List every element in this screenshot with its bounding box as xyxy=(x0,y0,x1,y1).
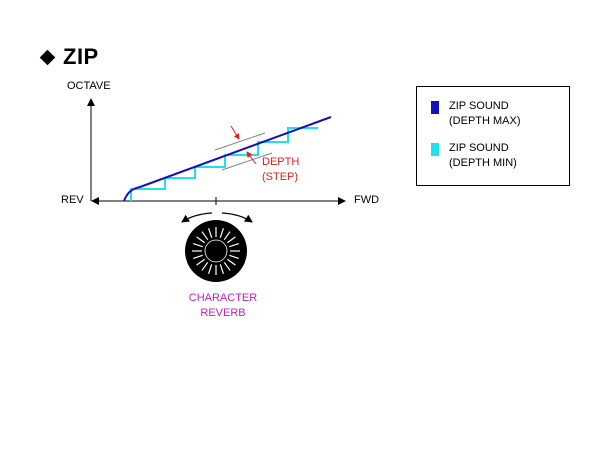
legend: ZIP SOUND (DEPTH MAX) ZIP SOUND (DEPTH M… xyxy=(416,86,570,186)
knob-label-line2: REVERB xyxy=(200,307,246,319)
section-heading: ZIP xyxy=(39,44,99,70)
depth-guide-lower xyxy=(221,152,273,171)
knob-tick xyxy=(196,258,206,266)
legend-entry-depth-max: ZIP SOUND (DEPTH MAX) xyxy=(431,99,521,129)
knob-tick xyxy=(219,227,224,238)
knob-tick xyxy=(219,264,224,275)
knob-label-line1: CHARACTER xyxy=(188,292,258,304)
knob-tick xyxy=(201,261,209,271)
x-axis-right-label: FWD xyxy=(354,194,380,206)
knob-tick xyxy=(208,264,213,275)
knob-tick xyxy=(223,231,231,241)
depth-max-line xyxy=(123,116,332,202)
depth-label: DEPTH xyxy=(262,156,300,168)
knob-tick xyxy=(226,236,236,244)
knob-tick xyxy=(223,261,231,271)
depth-arrow-bottom xyxy=(246,151,257,165)
knob-tick xyxy=(192,254,203,259)
depth-min-steps xyxy=(130,127,318,201)
knob-tick xyxy=(201,231,209,241)
dark-blue-swatch-icon xyxy=(431,101,439,114)
legend-entry-line2: (DEPTH MAX) xyxy=(449,115,521,127)
knob-rotate-left-arrow xyxy=(181,212,213,223)
knob-tick xyxy=(196,236,206,244)
knob-rotate-right-arrow xyxy=(221,212,253,223)
legend-entry-depth-min: ZIP SOUND (DEPTH MIN) xyxy=(431,141,517,171)
x-axis-left-label: REV xyxy=(61,194,84,206)
knob-tick xyxy=(226,258,236,266)
step-label: (STEP) xyxy=(262,171,299,183)
depth-arrow-top xyxy=(230,125,240,140)
knob-tick xyxy=(229,254,240,259)
depth-guide-upper xyxy=(214,132,266,151)
knob-tick xyxy=(208,227,213,238)
knob-tick xyxy=(192,243,203,248)
knob-tick xyxy=(229,243,240,248)
cyan-swatch-icon xyxy=(431,143,439,156)
y-axis-label: OCTAVE xyxy=(67,80,111,92)
legend-entry-line1: ZIP SOUND xyxy=(449,100,509,112)
legend-entry-line2: (DEPTH MIN) xyxy=(449,157,517,169)
reverb-knob[interactable] xyxy=(185,220,247,282)
section-title: ZIP xyxy=(63,44,99,69)
depth-annotation: DEPTH (STEP) xyxy=(262,155,299,185)
knob-label: CHARACTER REVERB xyxy=(178,291,268,321)
legend-entry-line1: ZIP SOUND xyxy=(449,142,509,154)
